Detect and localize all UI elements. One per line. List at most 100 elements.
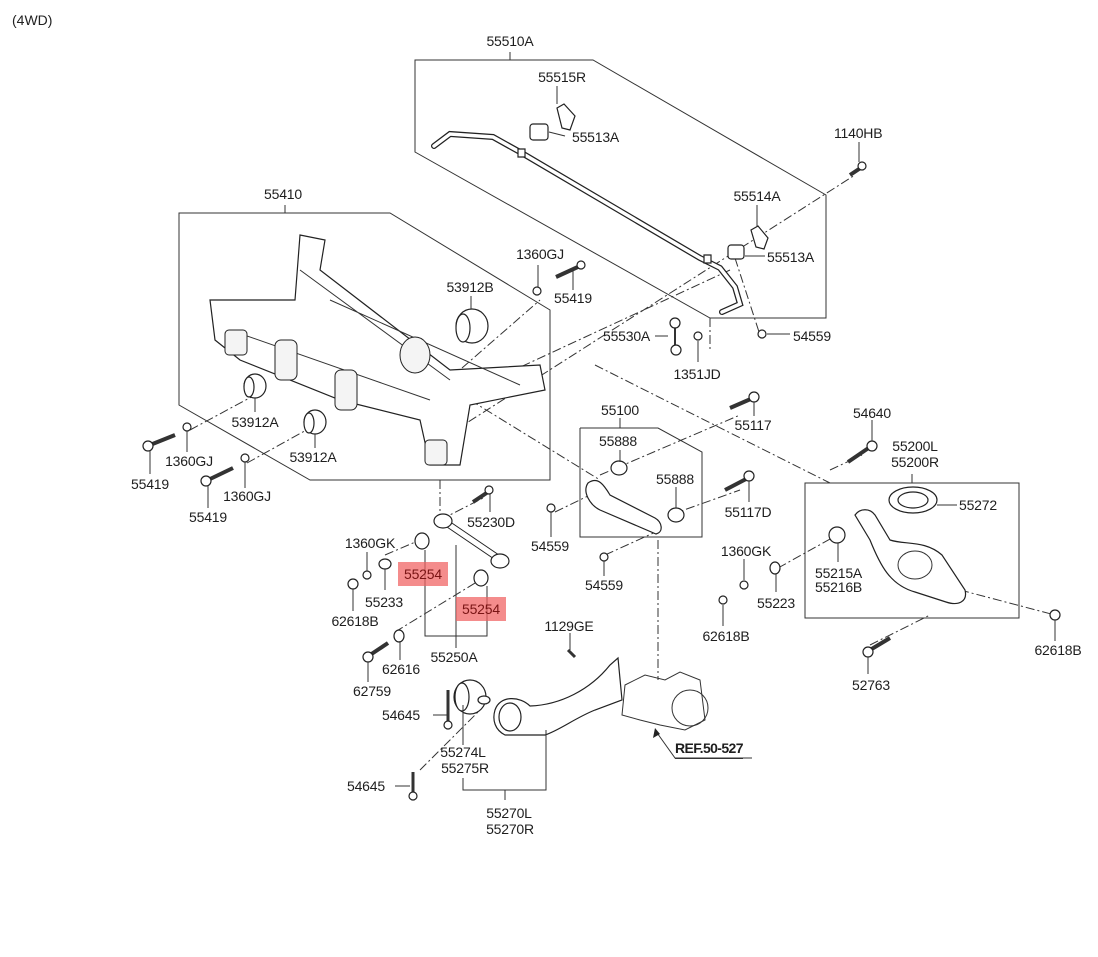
upper-arm-group-frame <box>580 428 702 537</box>
label-bolt-52763: 52763 <box>852 677 890 693</box>
lower-arm-55200 <box>855 510 966 604</box>
label-upper-arm-55100: 55100 <box>601 402 639 418</box>
spring-pad-55272 <box>889 487 937 513</box>
label-stabilizer-bar-assy: 55510A <box>486 33 534 49</box>
bush-55888-2 <box>668 508 684 522</box>
label-nut-54559-link: 54559 <box>793 328 831 344</box>
label-bush-55888-2: 55888 <box>656 471 694 487</box>
label-nut-62618B-left: 62618B <box>331 613 379 629</box>
bolt-62759 <box>363 643 388 662</box>
label-nut-54559-2: 54559 <box>585 577 623 593</box>
label-bolt-62759: 62759 <box>353 683 391 699</box>
label-bush-55888-1: 55888 <box>599 433 637 449</box>
nut-1360GJ-2 <box>241 454 249 462</box>
label-bush-53912B: 53912B <box>446 279 494 295</box>
nut-54559-2 <box>600 553 608 561</box>
subframe-55410 <box>210 235 545 465</box>
label-bolt-54645-1: 54645 <box>382 707 420 723</box>
label-nut-1360GK-right: 1360GK <box>720 543 772 559</box>
nut-1351JD <box>694 332 702 340</box>
label-washer-55233: 55233 <box>365 594 403 610</box>
washer-55233 <box>379 559 391 569</box>
label-bush-55216B: 55216B <box>815 579 863 595</box>
label-trailing-arm-55270R: 55270R <box>486 821 534 837</box>
bolt-55419-2 <box>201 468 233 486</box>
label-link-55530A: 55530A <box>603 328 651 344</box>
bolt-55117D <box>725 471 754 490</box>
bolt-55419-1 <box>143 435 175 451</box>
label-nut-62618B-mid: 62618B <box>702 628 750 644</box>
label-bush-53912A-1: 53912A <box>231 414 279 430</box>
label-bushing-55513A-top: 55513A <box>572 129 620 145</box>
label-bush-55215A: 55215A <box>815 565 863 581</box>
nut-1360GJ-top <box>533 287 541 295</box>
label-nut-1360GJ-top: 1360GJ <box>516 246 564 262</box>
label-bracket-55514A: 55514A <box>733 188 781 204</box>
bush-53912A-1 <box>244 374 266 398</box>
label-bush-55275R: 55275R <box>441 760 489 776</box>
bolt-52763 <box>863 638 890 657</box>
label-nut-1360GK-left: 1360GK <box>344 535 396 551</box>
label-bolt-1129GE: 1129GE <box>544 618 594 634</box>
highlighted-part-55254-2[interactable]: 55254 <box>456 597 506 621</box>
nut-54559-1 <box>547 504 555 512</box>
bolt-54645-1 <box>444 690 452 729</box>
label-washer-62616: 62616 <box>382 661 420 677</box>
label-bush-55274L: 55274L <box>440 744 486 760</box>
knuckle-reference-part <box>622 672 708 730</box>
label-bush-53912A-2: 53912A <box>289 449 337 465</box>
label-bracket-55515R: 55515R <box>538 69 586 85</box>
reference-link-50-527[interactable]: REF.50-527 <box>675 740 744 759</box>
bolt-55230D <box>473 486 493 502</box>
nut-1360GK-right <box>740 581 748 589</box>
variant-label: (4WD) <box>12 12 53 28</box>
label-bolt-55419-top: 55419 <box>554 290 592 306</box>
bush-55254-2 <box>474 570 488 586</box>
label-bolt-55117D: 55117D <box>724 504 772 520</box>
subframe-group-frame <box>179 213 550 480</box>
nut-1360GK-left <box>363 571 371 579</box>
label-nut-1360GJ-2: 1360GJ <box>223 488 271 504</box>
bolt-54645-2 <box>409 772 417 800</box>
label-bolt-55230D: 55230D <box>467 514 515 530</box>
label-bolt-1140HB: 1140HB <box>834 125 883 141</box>
label-trailing-arm-55270L: 55270L <box>486 805 532 821</box>
nut-62618B-left <box>348 579 358 589</box>
stabilizer-group-frame <box>415 60 826 318</box>
label-bolt-54645-2: 54645 <box>347 778 385 794</box>
nut-62618B-mid <box>719 596 727 604</box>
upper-arm-55100 <box>586 481 661 534</box>
label-lower-arm-55200R: 55200R <box>891 454 939 470</box>
bracket-55514A <box>751 226 768 249</box>
bolt-55419-top <box>556 261 585 277</box>
nut-1360GJ-1 <box>183 423 191 431</box>
label-assist-arm-55250A: 55250A <box>430 649 478 665</box>
bush-55215A <box>829 527 845 543</box>
bush-55888-1 <box>611 461 627 475</box>
washer-62616 <box>394 630 404 642</box>
highlighted-part-55254-1[interactable]: 55254 <box>398 562 448 586</box>
label-bolt-55419-1: 55419 <box>131 476 169 492</box>
label-nut-54559-1: 54559 <box>531 538 569 554</box>
bolt-54640 <box>848 441 877 462</box>
bracket-55515R <box>557 104 575 130</box>
bush-55274 <box>454 680 490 714</box>
label-nut-1360GJ-1: 1360GJ <box>165 453 213 469</box>
bolt-55117 <box>730 392 759 408</box>
bush-53912B <box>456 309 488 343</box>
assist-arm-55250A <box>434 514 509 568</box>
label-nut-1351JD: 1351JD <box>673 366 721 382</box>
nut-62618B-right <box>1050 610 1060 620</box>
label-bolt-54640: 54640 <box>853 405 891 421</box>
washer-55223 <box>770 562 780 574</box>
label-subframe-55410: 55410 <box>264 186 302 202</box>
nut-54559-link <box>758 330 766 338</box>
label-nut-62618B-right: 62618B <box>1034 642 1082 658</box>
label-bushing-55513A-right: 55513A <box>767 249 815 265</box>
bush-55254-1 <box>415 533 429 549</box>
trailing-arm-55270 <box>494 658 622 735</box>
label-washer-55223: 55223 <box>757 595 795 611</box>
label-bolt-55419-2: 55419 <box>189 509 227 525</box>
bolt-1140HB <box>850 162 866 175</box>
